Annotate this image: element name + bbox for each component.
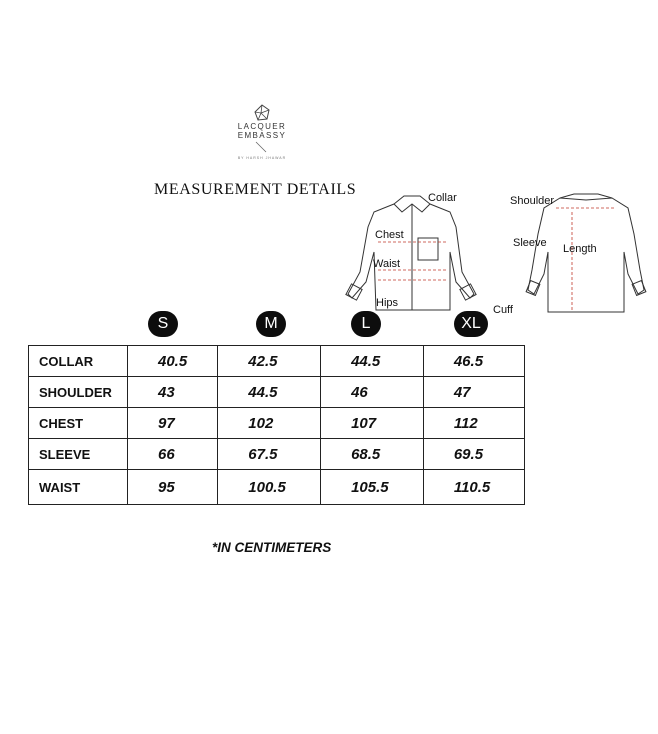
table-cell: 46 [320, 376, 424, 408]
table-cell: 107 [320, 407, 424, 439]
label-shoulder: Shoulder [510, 195, 555, 207]
table-cell: 68.5 [320, 438, 424, 470]
brand-tagline: BY HARSH JHAWAR [237, 156, 287, 160]
table-cell: 105.5 [320, 469, 424, 505]
table-cell: 102 [217, 407, 322, 439]
table-cell: 66 [126, 438, 219, 470]
table-cell: 100.5 [217, 469, 322, 505]
table-cell: 69.5 [422, 438, 526, 470]
label-hips: Hips [376, 297, 399, 309]
row-label: CHEST [28, 407, 128, 439]
size-badge-xl: XL [454, 311, 488, 337]
label-chest: Chest [375, 229, 404, 241]
brand-name-line2: EMBASSY [237, 131, 287, 140]
shirt-front-illustration [345, 193, 647, 313]
table-cell: 110.5 [422, 469, 526, 505]
table-cell: 40.5 [126, 345, 219, 377]
brand-logo: LACQUER EMBASSY BY HARSH JHAWAR [232, 104, 292, 176]
table-cell: 95 [126, 469, 219, 505]
row-label: SHOULDER [28, 376, 128, 408]
table-cell: 42.5 [217, 345, 322, 377]
table-cell: 44.5 [217, 376, 322, 408]
label-waist: Waist [373, 258, 401, 270]
table-row: SLEEVE 66 67.5 68.5 69.5 [28, 438, 526, 470]
label-cuff: Cuff [493, 304, 513, 316]
table-cell: 67.5 [217, 438, 322, 470]
page-title: MEASUREMENT DETAILS [154, 181, 357, 198]
table-cell: 44.5 [320, 345, 424, 377]
size-badge-l: L [351, 311, 381, 337]
row-label: SLEEVE [28, 438, 128, 470]
measurement-table: COLLAR 40.5 42.5 44.5 46.5 SHOULDER 43 4… [28, 345, 526, 505]
table-cell: 97 [126, 407, 219, 439]
units-note: *IN CENTIMETERS [212, 540, 332, 555]
table-row: CHEST 97 102 107 112 [28, 407, 526, 439]
table-cell: 43 [126, 376, 219, 408]
label-collar: Collar [428, 192, 457, 204]
shirt-diagram: Collar Chest Waist Hips Cuff Shoulder Sl… [338, 182, 648, 322]
brand-divider-icon [255, 141, 267, 153]
row-label: WAIST [28, 469, 128, 505]
table-cell: 47 [422, 376, 526, 408]
table-row: SHOULDER 43 44.5 46 47 [28, 376, 526, 408]
table-row: COLLAR 40.5 42.5 44.5 46.5 [28, 345, 526, 377]
table-row: WAIST 95 100.5 105.5 110.5 [28, 469, 526, 505]
size-badge-m: M [256, 311, 286, 337]
row-label: COLLAR [28, 345, 128, 377]
size-badge-s: S [148, 311, 178, 337]
brand-emblem-icon [254, 104, 270, 121]
label-length: Length [563, 243, 597, 255]
brand-name-line1: LACQUER [237, 122, 287, 131]
table-cell: 112 [422, 407, 526, 439]
label-sleeve: Sleeve [513, 237, 547, 249]
table-cell: 46.5 [422, 345, 526, 377]
